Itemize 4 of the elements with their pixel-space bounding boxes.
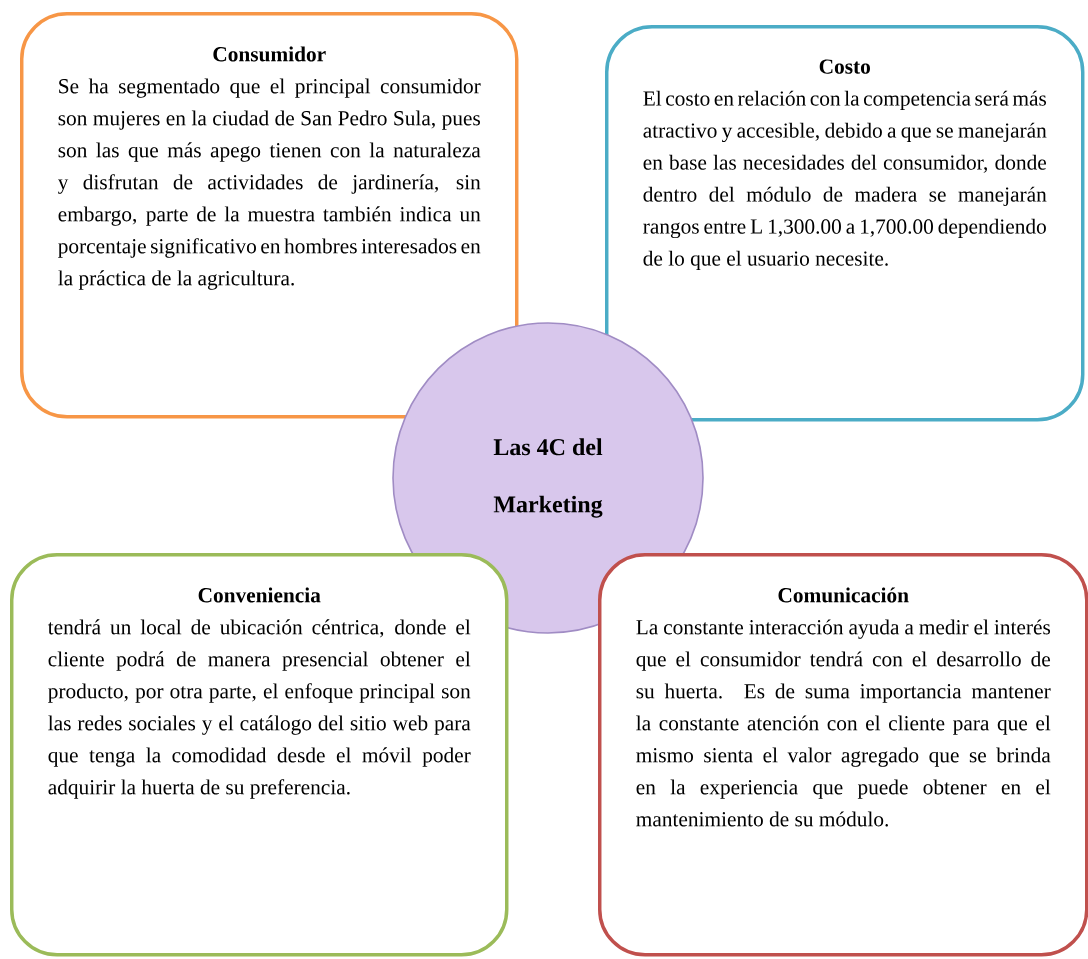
text-card: Comunicación La constante interacción ayuda a medir el interés que el consumidor tendrá con el desarrollo de su huerta. Es de suma importancia mantener la constante atención con el cliente para que el mismo sienta el valor agregado que se brinda en la experiencia que puede obtener en el mantenimiento de su módulo. — [598, 553, 1088, 957]
text-card: Consumidor Se ha segmentado que el principal consumidor son mujeres en la ciudad de San Pedro Sula, pues son las que más apego tienen con la naturaleza y disfrutan de actividades de jardinería, sin embargo, parte de la muestra también indica un porcentaje significativo en hombres interesados en la práctica de la agricultura. — [20, 12, 519, 419]
text-card: Costo El costo en relación con la competencia será más atractivo y accesible, debido a que se manejarán en base las necesidades del consumidor, donde dentro del módulo de madera se manejarán rangos entre L 1,300.00 a 1,700.00 dependiendo de lo que el usuario necesite. — [605, 25, 1085, 422]
text-card: Conveniencia tendrá un local de ubicación céntrica, donde el cliente podrá de manera presencial obtener el producto, por otra parte, el enfoque principal son las redes sociales y el catálogo del sitio web para que tenga la comodidad desde el móvil poder adquirir la huerta de su preferencia. — [10, 553, 509, 957]
